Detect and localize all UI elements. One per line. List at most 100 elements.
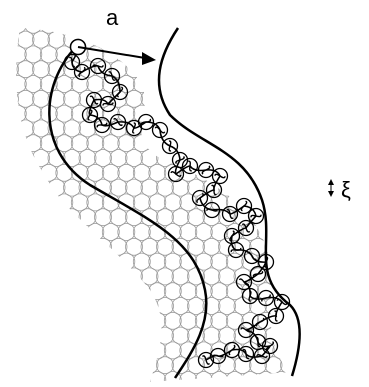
- background-blob: [95, 268, 112, 285]
- background-blob: [87, 253, 104, 270]
- background-blob: [288, 224, 305, 241]
- background-blob: [33, 298, 50, 315]
- background-blob: [17, 179, 34, 196]
- background-blob: [102, 253, 119, 270]
- background-blob: [203, 327, 220, 344]
- background-blob: [234, 357, 251, 374]
- background-blob: [141, 238, 158, 255]
- background-blob: [157, 327, 174, 344]
- background-blob: [257, 164, 274, 181]
- background-blob: [265, 179, 282, 196]
- background-blob: [343, 238, 360, 255]
- background-blob: [358, 238, 369, 255]
- background-blob: [226, 105, 243, 122]
- background-blob: [149, 283, 166, 300]
- background-blob: [9, 135, 26, 152]
- background-blob: [87, 76, 104, 93]
- background-blob: [180, 76, 197, 93]
- chain-blob: [193, 191, 208, 206]
- background-blob: [180, 135, 197, 152]
- background-blob: [257, 372, 274, 387]
- background-blob: [188, 90, 205, 107]
- background-blob: [335, 253, 352, 270]
- background-blob: [195, 372, 212, 387]
- background-blob: [118, 312, 135, 329]
- background-blob: [133, 372, 150, 387]
- background-blob: [296, 268, 313, 285]
- background-blob: [273, 16, 290, 33]
- background-blob: [350, 105, 367, 122]
- background-blob: [95, 150, 112, 167]
- background-blob: [265, 31, 282, 48]
- background-blob: [358, 268, 369, 285]
- background-blob: [327, 357, 344, 374]
- background-blob: [250, 61, 267, 78]
- background-blob: [33, 238, 50, 255]
- background-blob: [350, 164, 367, 181]
- background-blob: [48, 209, 65, 226]
- background-blob: [211, 46, 228, 63]
- background-blob: [195, 76, 212, 93]
- background-blob: [33, 2, 50, 19]
- background-blob: [133, 135, 150, 152]
- chain-blob: [127, 121, 142, 136]
- background-blob: [126, 31, 143, 48]
- background-blob: [203, 120, 220, 137]
- background-blob: [33, 357, 50, 374]
- background-blob: [358, 209, 369, 226]
- background-blob: [172, 90, 189, 107]
- background-blob: [343, 2, 360, 19]
- background-blob: [87, 342, 104, 359]
- background-blob: [48, 238, 65, 255]
- background-blob: [265, 2, 282, 19]
- background-blob: [234, 150, 251, 167]
- background-blob: [226, 76, 243, 93]
- background-blob: [17, 268, 34, 285]
- background-blob: [40, 16, 57, 33]
- background-blob: [2, 238, 19, 255]
- background-blob: [234, 31, 251, 48]
- background-blob: [9, 164, 26, 181]
- background-blob: [273, 76, 290, 93]
- background-blob: [335, 105, 352, 122]
- background-blob: [126, 357, 143, 374]
- background-blob: [319, 342, 336, 359]
- background-blob: [188, 61, 205, 78]
- background-blob: [40, 372, 57, 387]
- background-blob: [265, 61, 282, 78]
- background-blob: [242, 105, 259, 122]
- background-blob: [56, 312, 73, 329]
- background-blob: [2, 327, 19, 344]
- background-blob: [110, 209, 127, 226]
- background-blob: [102, 283, 119, 300]
- background-blob: [133, 342, 150, 359]
- background-blob: [141, 357, 158, 374]
- chain-blob: [105, 69, 120, 84]
- background-blob: [335, 135, 352, 152]
- background-blob: [257, 16, 274, 33]
- background-blob: [87, 194, 104, 211]
- background-blob: [242, 76, 259, 93]
- background-blob: [87, 16, 104, 33]
- background-blob: [95, 238, 112, 255]
- background-blob: [79, 150, 96, 167]
- background-blob: [288, 253, 305, 270]
- background-blob: [64, 179, 81, 196]
- chain-blob: [245, 249, 260, 264]
- background-blob: [350, 253, 367, 270]
- background-blob: [2, 268, 19, 285]
- background-blob: [17, 298, 34, 315]
- background-blob: [265, 209, 282, 226]
- background-blob: [48, 327, 65, 344]
- background-blob: [25, 46, 42, 63]
- background-blob: [141, 179, 158, 196]
- background-blob: [164, 283, 181, 300]
- background-blob: [304, 253, 321, 270]
- chain-blob: [101, 97, 116, 112]
- background-blob: [250, 2, 267, 19]
- background-blob: [296, 120, 313, 137]
- background-blob: [242, 372, 259, 387]
- background-blob: [358, 90, 369, 107]
- background-blob: [327, 298, 344, 315]
- background-blob: [288, 135, 305, 152]
